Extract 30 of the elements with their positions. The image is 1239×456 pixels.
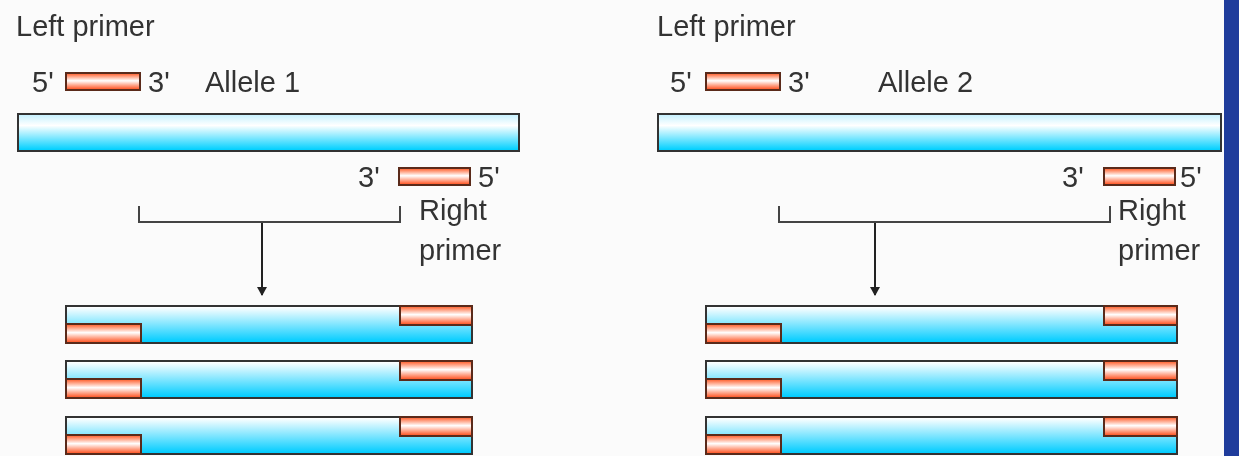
label: Allele 1 <box>205 65 301 100</box>
label: Left primer <box>657 9 796 44</box>
label: Right primer <box>419 193 503 268</box>
strand-end-label: 3' <box>358 160 380 195</box>
dna-duplex <box>65 360 473 399</box>
label: Right primer <box>1118 193 1202 268</box>
strand-end-label: 5' <box>32 65 54 100</box>
label: Allele 2 <box>878 65 974 100</box>
strand-end-label: 5' <box>670 65 692 100</box>
bracket <box>778 205 1111 223</box>
primer-strand <box>1103 167 1176 186</box>
dna-duplex <box>705 360 1178 399</box>
primer-strand <box>705 72 781 91</box>
dna-strand <box>657 113 1222 152</box>
dna-duplex <box>65 416 473 455</box>
arrow <box>870 222 880 296</box>
strand-end-label: 3' <box>1062 160 1084 195</box>
primer-strand <box>65 72 141 91</box>
dna-strand <box>17 113 520 152</box>
dna-duplex <box>705 416 1178 455</box>
arrow <box>257 222 267 296</box>
label: Left primer <box>16 9 155 44</box>
strand-end-label: 5' <box>1180 160 1202 195</box>
strand-end-label: 3' <box>788 65 810 100</box>
dna-duplex <box>65 305 473 344</box>
strand-end-label: 5' <box>478 160 500 195</box>
dna-duplex <box>705 305 1178 344</box>
primer-strand <box>398 167 471 186</box>
strand-end-label: 3' <box>148 65 170 100</box>
bracket <box>138 205 401 223</box>
